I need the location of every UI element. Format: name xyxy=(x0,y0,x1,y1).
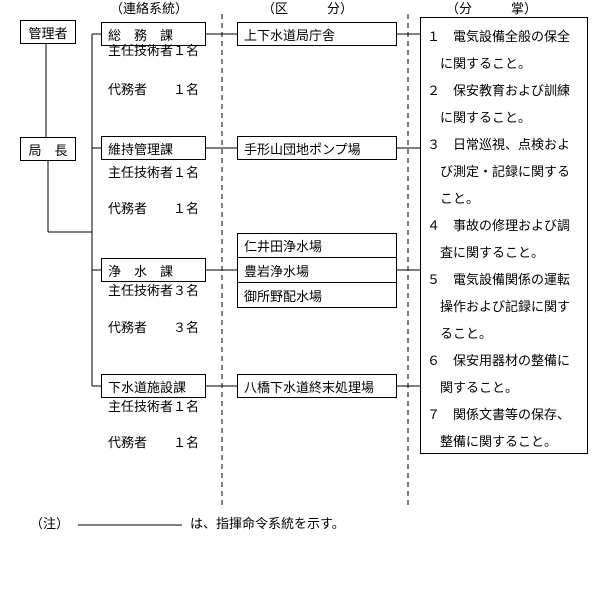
duty-line: ること。 xyxy=(440,327,493,342)
duty-line: ７ 関係文書等の保存、 xyxy=(427,408,571,423)
duty-line: ３ 日常巡視、点検およ xyxy=(427,138,571,153)
duty-item-3: ３ 日常巡視、点検およ び測定・記録に関する こと。 xyxy=(427,132,583,213)
duty-item-6: ６ 保安用器材の整備に 関すること。 xyxy=(427,348,583,402)
duty-item-2: ２ 保安教育および訓練 に関すること。 xyxy=(427,78,583,132)
duty-line: ６ 保安用器材の整備に xyxy=(427,354,571,369)
section-iji-deputy: 代務者 １名 xyxy=(108,202,200,217)
section-gesui-deputy: 代務者 １名 xyxy=(108,436,200,451)
note-text: は、指揮命令系統を示す。 xyxy=(190,517,345,532)
section-somu-box: 総 務 課 xyxy=(101,22,206,46)
duty-item-4: ４ 事故の修理および調 査に関すること。 xyxy=(427,213,583,267)
facility-box-yabase: 八橋下水道終末処理場 xyxy=(237,374,397,398)
section-gesui-box: 下水道施設課 xyxy=(101,374,206,398)
duty-line: 操作および記録に関す xyxy=(440,300,571,315)
duty-line: 関すること。 xyxy=(440,381,519,396)
duty-line: ４ 事故の修理および調 xyxy=(427,219,571,234)
duties-box: １ 電気設備全般の保全 に関すること。 ２ 保安教育および訓練 に関すること。 … xyxy=(420,17,588,454)
section-josui-deputy: 代務者 ３名 xyxy=(108,321,200,336)
duty-line: 整備に関すること。 xyxy=(440,435,558,450)
header-division: （区 分） xyxy=(262,2,354,17)
duty-line: に関すること。 xyxy=(440,57,532,72)
duty-line: こと。 xyxy=(440,192,480,207)
note-label: （注） xyxy=(30,517,70,532)
facility-box-office: 上下水道局庁舎 xyxy=(237,22,397,46)
duty-item-7: ７ 関係文書等の保存、 整備に関すること。 xyxy=(427,402,583,456)
duty-line: ２ 保安教育および訓練 xyxy=(427,84,571,99)
duty-line: び測定・記録に関する xyxy=(440,165,571,180)
facility-box-pump: 手形山団地ポンプ場 xyxy=(237,136,397,160)
header-liaison: （連絡系統） xyxy=(110,2,189,17)
duty-item-1: １ 電気設備全般の保全 に関すること。 xyxy=(427,24,583,78)
duty-line: 査に関すること。 xyxy=(440,246,545,261)
duty-line: に関すること。 xyxy=(440,111,532,126)
section-somu-chief: 主任技術者１名 xyxy=(108,44,200,59)
section-iji-chief: 主任技術者１名 xyxy=(108,166,200,181)
duty-item-5: ５ 電気設備関係の運転 操作および記録に関す ること。 xyxy=(427,267,583,348)
section-josui-box: 浄 水 課 xyxy=(101,258,206,282)
section-gesui-chief: 主任技術者１名 xyxy=(108,400,200,415)
duty-line: １ 電気設備全般の保全 xyxy=(427,30,571,45)
header-duties: （分 掌） xyxy=(446,2,538,17)
facility-box-toyoiwa: 豊岩浄水場 xyxy=(237,257,397,283)
section-somu-deputy: 代務者 １名 xyxy=(108,83,200,98)
section-josui-chief: 主任技術者３名 xyxy=(108,284,200,299)
duty-line: ５ 電気設備関係の運転 xyxy=(427,273,571,288)
facility-box-niida: 仁井田浄水場 xyxy=(237,233,397,258)
director-box: 局 長 xyxy=(20,137,76,161)
manager-box: 管理者 xyxy=(20,20,76,44)
section-iji-box: 維持管理課 xyxy=(101,136,206,160)
facility-box-goshono: 御所野配水場 xyxy=(237,282,397,308)
